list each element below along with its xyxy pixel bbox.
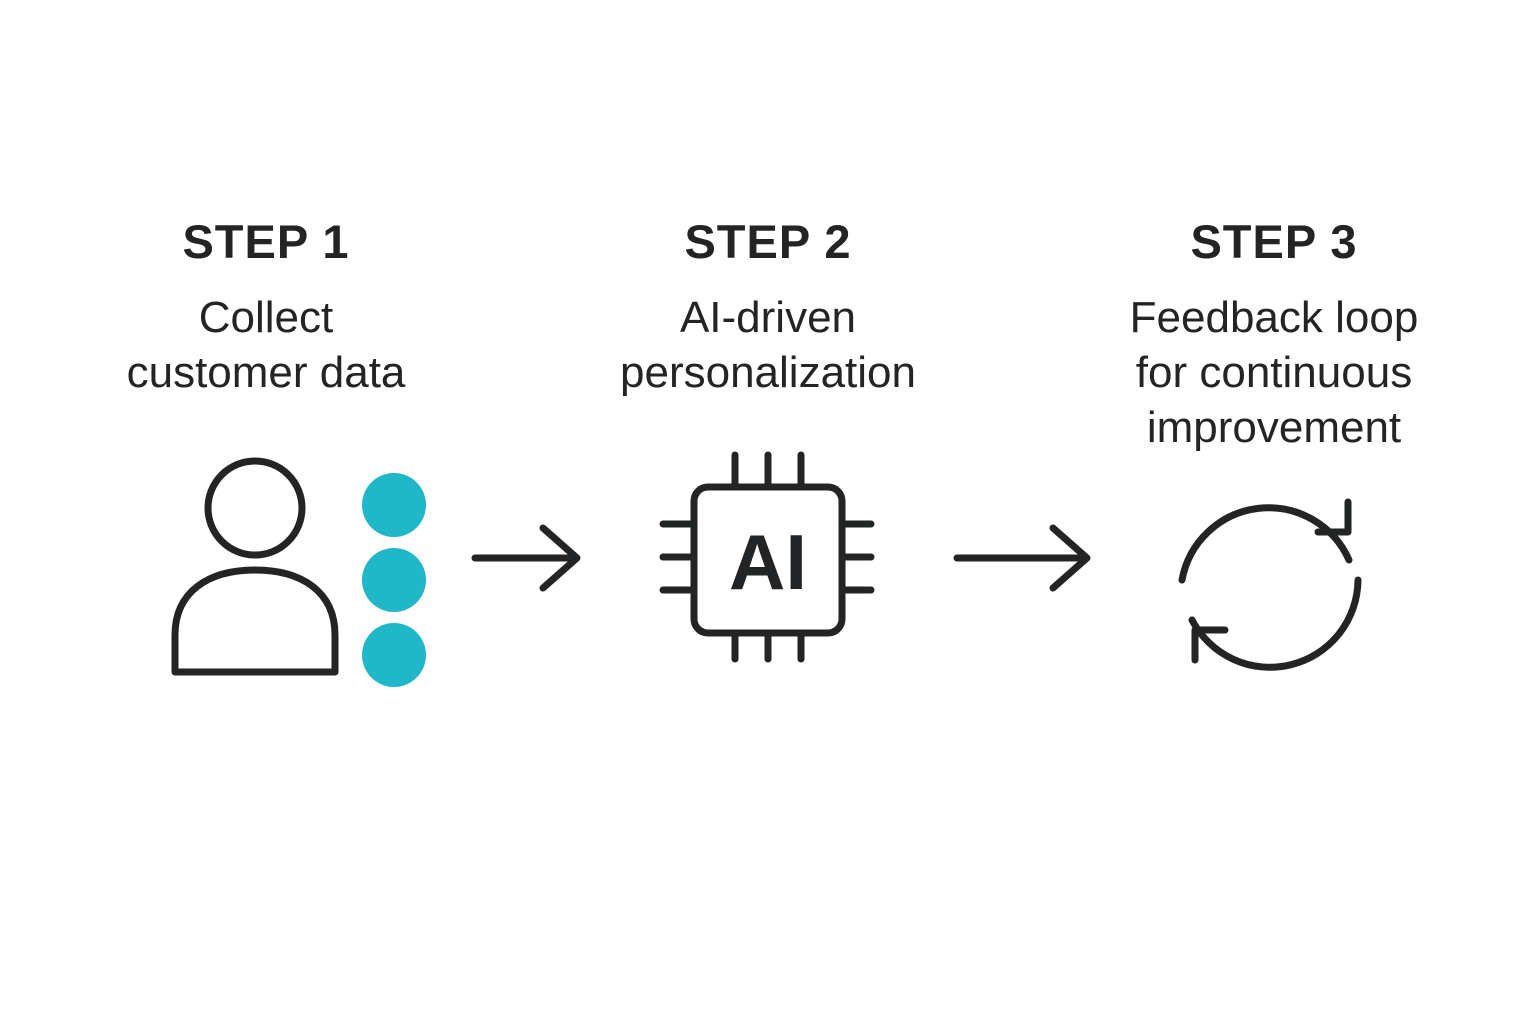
step-2-description-line: personalization (620, 348, 916, 397)
step-2-description: AI-driven personalization (548, 290, 988, 400)
data-dot (362, 473, 426, 537)
step-1-description: Collect customer data (46, 290, 486, 400)
ai-chip-icon: AI (659, 451, 875, 663)
data-dots-icon (362, 473, 426, 687)
step-2-description-line: AI-driven (679, 293, 857, 342)
step-1-description-line: Collect (198, 293, 334, 342)
step-1: STEP 1 Collect customer data (46, 212, 486, 400)
step-1-description-line: customer data (126, 348, 406, 397)
step-3: STEP 3 Feedback loop for continuous impr… (1054, 212, 1494, 455)
step-2: STEP 2 AI-driven personalization (548, 212, 988, 400)
refresh-cycle-icon (1178, 498, 1362, 671)
step-1-title: STEP 1 (182, 215, 350, 268)
ai-chip-label: AI (729, 518, 807, 606)
step-3-title: STEP 3 (1190, 215, 1358, 268)
data-dot (362, 623, 426, 687)
step-3-description-line: Feedback loop (1129, 293, 1419, 342)
step-3-description-line: improvement (1146, 403, 1402, 452)
user-icon (171, 457, 339, 676)
step-3-description-line: for continuous (1135, 348, 1413, 397)
arrow-right-icon (471, 524, 581, 592)
arrow-right-icon (953, 524, 1091, 592)
step-2-title: STEP 2 (684, 215, 852, 268)
step-3-description: Feedback loop for continuous improvement (1054, 290, 1494, 455)
data-dot (362, 548, 426, 612)
